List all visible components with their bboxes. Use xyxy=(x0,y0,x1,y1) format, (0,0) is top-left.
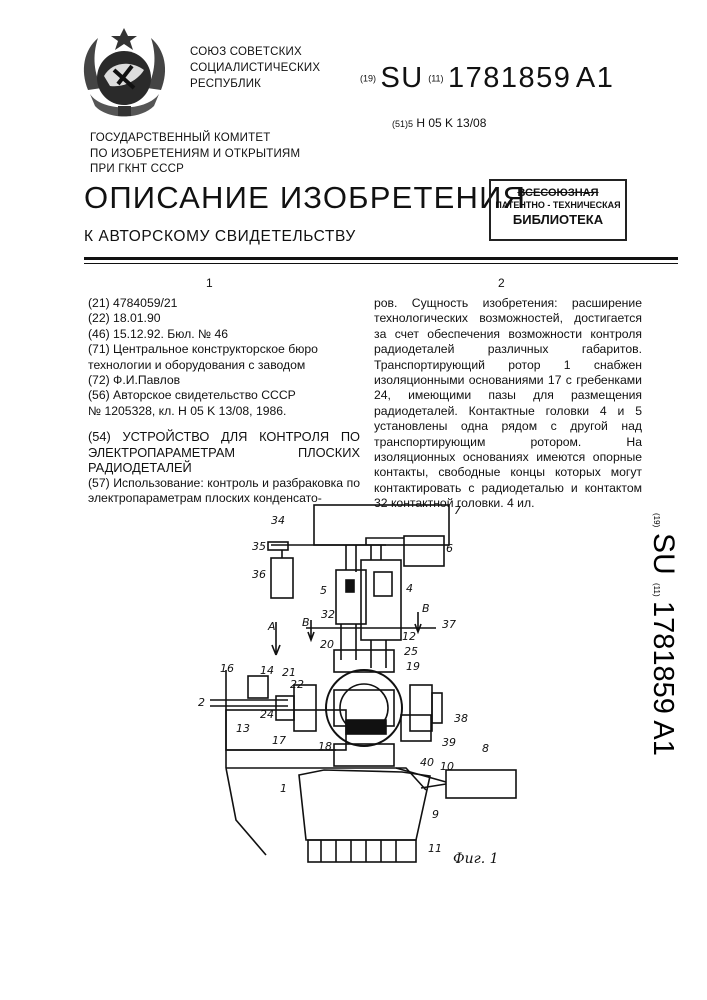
side-code-11: (11) xyxy=(652,583,661,597)
block-38 xyxy=(401,715,431,741)
doc-number: 1781859 xyxy=(448,62,571,94)
label-A: A xyxy=(267,620,276,633)
stamp-line: БИБЛИОТЕКА xyxy=(491,212,625,227)
biblio-item: (56) Авторское свидетельство СССР xyxy=(88,388,360,403)
country-line: СОЮЗ СОВЕТСКИХ xyxy=(190,44,320,60)
label-6: 6 xyxy=(446,542,453,555)
label-14: 14 xyxy=(260,664,274,677)
committee-line: ПРИ ГКНТ СССР xyxy=(90,162,300,178)
label-B2: B xyxy=(422,602,430,615)
label-37: 37 xyxy=(442,618,456,631)
doc-kind: A1 xyxy=(576,62,614,94)
country-name: СОЮЗ СОВЕТСКИХ СОЦИАЛИСТИЧЕСКИХ РЕСПУБЛИ… xyxy=(190,44,320,92)
biblio-item: (46) 15.12.92. Бюл. № 46 xyxy=(88,327,360,342)
library-stamp: ВСЕСОЮЗНАЯ ПАТЕНТНО - ТЕХНИЧЕСКАЯ БИБЛИО… xyxy=(489,179,627,241)
label-8: 8 xyxy=(482,742,489,755)
label-38: 38 xyxy=(454,712,468,725)
label-34: 34 xyxy=(271,514,285,527)
label-18: 18 xyxy=(318,740,332,753)
block-8 xyxy=(446,770,516,798)
side-document-number: (19) SU (11) 1781859 A1 xyxy=(640,505,700,785)
committee-line: ПО ИЗОБРЕТЕНИЯМ И ОТКРЫТИЯМ xyxy=(90,147,300,163)
label-20: 20 xyxy=(320,638,334,651)
committee-line: ГОСУДАРСТВЕННЫЙ КОМИТЕТ xyxy=(90,131,300,147)
stamp-line: ВСЕСОЮЗНАЯ xyxy=(491,187,625,199)
code-19: (19) xyxy=(360,74,376,84)
label-32: 32 xyxy=(321,608,335,621)
label-5: 5 xyxy=(320,584,327,597)
label-17: 17 xyxy=(272,734,286,747)
divider-thick xyxy=(84,257,678,260)
abstract-text: ров. Сущность изобретения: расширение те… xyxy=(374,296,642,512)
label-11: 11 xyxy=(428,842,442,855)
label-4: 4 xyxy=(406,582,413,595)
biblio-item: (22) 18.01.90 xyxy=(88,311,360,326)
country-line: РЕСПУБЛИК xyxy=(190,76,320,92)
country-line: СОЦИАЛИСТИЧЕСКИХ xyxy=(190,60,320,76)
divider-thin xyxy=(84,263,678,264)
label-7: 7 xyxy=(454,504,461,517)
code-11: (11) xyxy=(428,74,443,84)
ipc-code: (51)5 xyxy=(392,119,413,129)
document-subtitle: К АВТОРСКОМУ СВИДЕТЕЛЬСТВУ xyxy=(84,228,356,246)
ipc-value: H 05 K 13/08 xyxy=(416,116,486,130)
label-12: 12 xyxy=(402,630,416,643)
biblio-item: (71) Центральное конструкторское бюро те… xyxy=(88,342,360,373)
document-number: (19) SU (11) 1781859 A1 xyxy=(360,62,614,95)
technical-drawing: 34 35 36 7 6 5 4 A B B 32 37 20 12 25 19… xyxy=(196,500,526,870)
document-title: ОПИСАНИЕ ИЗОБРЕТЕНИЯ xyxy=(84,180,526,216)
label-10: 10 xyxy=(440,760,454,773)
figure-caption: Фиг. 1 xyxy=(453,851,499,867)
biblio-item: (72) Ф.И.Павлов xyxy=(88,373,360,388)
ussr-emblem xyxy=(72,22,177,127)
label-22: 22 xyxy=(290,678,304,691)
label-19: 19 xyxy=(406,660,420,673)
label-9: 9 xyxy=(432,808,439,821)
label-35: 35 xyxy=(252,540,266,553)
biblio-item: (21) 4784059/21 xyxy=(88,296,360,311)
label-36: 36 xyxy=(252,568,266,581)
label-16: 16 xyxy=(220,662,234,675)
side-country: SU xyxy=(647,533,680,575)
label-24: 24 xyxy=(260,708,274,721)
doc-country: SU xyxy=(380,62,423,94)
column-number-left: 1 xyxy=(206,276,213,290)
label-39: 39 xyxy=(442,736,456,749)
side-number: 1781859 A1 xyxy=(647,601,679,756)
invention-title: (54) УСТРОЙСТВО ДЛЯ КОНТРОЛЯ ПО ЭЛЕКТРОП… xyxy=(88,429,360,476)
label-1: 1 xyxy=(280,782,287,795)
biblio-item: № 1205328, кл. H 05 K 13/08, 1986. xyxy=(88,404,360,419)
block-6 xyxy=(404,536,444,566)
bibliographic-column: (21) 4784059/21 (22) 18.01.90 (46) 15.12… xyxy=(88,296,360,507)
side-code-19: (19) xyxy=(652,513,661,528)
label-B1: B xyxy=(302,616,310,629)
label-40: 40 xyxy=(420,756,434,769)
committee-name: ГОСУДАРСТВЕННЫЙ КОМИТЕТ ПО ИЗОБРЕТЕНИЯМ … xyxy=(90,131,300,178)
ipc-classification: (51)5 H 05 K 13/08 xyxy=(392,116,486,130)
block-7 xyxy=(314,505,449,545)
label-13: 13 xyxy=(236,722,250,735)
label-2: 2 xyxy=(198,696,205,709)
label-25: 25 xyxy=(404,645,418,658)
block-36 xyxy=(271,558,293,598)
stamp-line: ПАТЕНТНО - ТЕХНИЧЕСКАЯ xyxy=(491,200,625,210)
column-number-right: 2 xyxy=(498,276,505,290)
